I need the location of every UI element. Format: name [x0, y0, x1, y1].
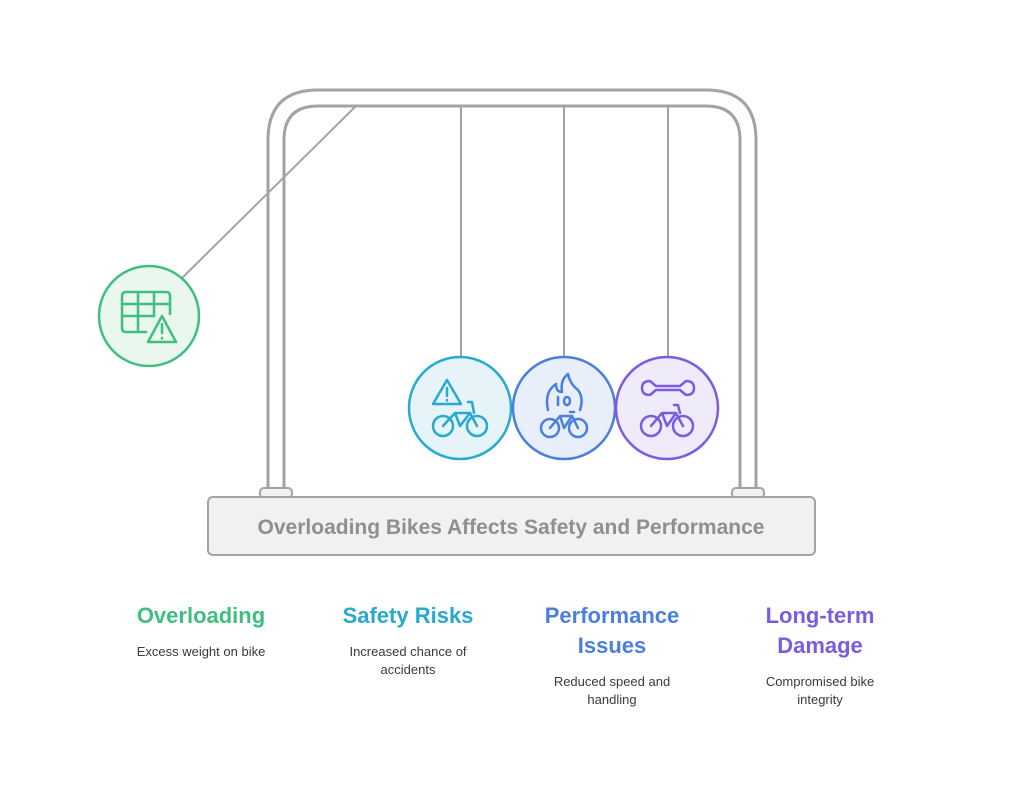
- caption-desc-safety: Increased chance of accidents: [349, 644, 467, 677]
- ball-overloading: [97, 264, 201, 368]
- caption-title-damage: Long-term Damage: [765, 603, 875, 658]
- caption-title-performance: Performance Issues: [544, 603, 680, 658]
- frame-outer: [266, 88, 758, 492]
- ball-safety-risks: [407, 355, 513, 461]
- caption-overloading: Overloading Excess weight on bike: [101, 601, 301, 661]
- ball-long-term-damage: [614, 355, 720, 461]
- string-overloading: [177, 105, 357, 283]
- cradle-frame: [266, 88, 758, 492]
- caption-title-overloading: Overloading: [136, 603, 266, 628]
- ball-safety-circle: [407, 355, 513, 461]
- caption-title-safety: Safety Risks: [342, 603, 474, 628]
- frame-inner: [282, 104, 742, 492]
- ball-damage-circle: [614, 355, 720, 461]
- caption-desc-overloading: Excess weight on bike: [136, 644, 266, 659]
- warning-bike-icon: [431, 378, 489, 438]
- fire-bike-icon: [539, 372, 589, 439]
- cradle-base: [207, 496, 816, 556]
- caption-performance-issues: Performance Issues Reduced speed and han…: [512, 601, 712, 709]
- caption-desc-damage: Compromised bike integrity: [765, 674, 875, 707]
- wrench-bike-icon: [639, 379, 696, 438]
- caption-safety-risks: Safety Risks Increased chance of acciden…: [308, 601, 508, 679]
- pendulum-strings: [177, 105, 669, 356]
- ball-performance-circle: [511, 355, 617, 461]
- caption-desc-performance: Reduced speed and handling: [553, 674, 671, 707]
- ball-performance-issues: [511, 355, 617, 461]
- table-warning-icon: [120, 290, 178, 344]
- caption-long-term-damage: Long-term Damage Compromised bike integr…: [720, 601, 920, 709]
- diagram-title: Overloading Bikes Affects Safety and Per…: [258, 516, 765, 539]
